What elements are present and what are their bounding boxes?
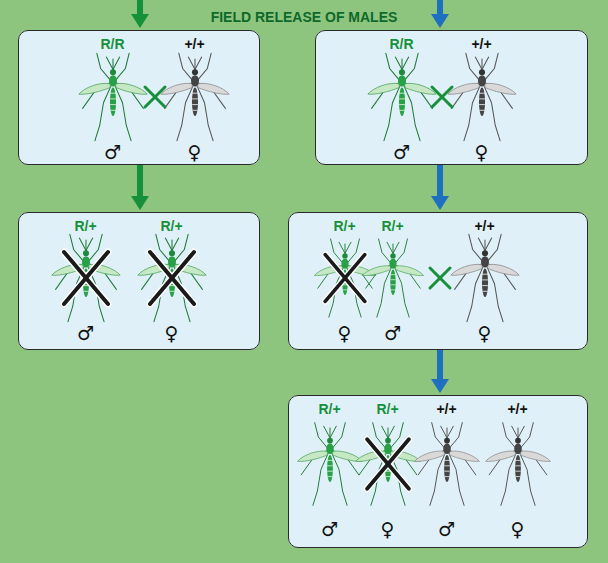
genotype-label: R/+ [381, 219, 403, 233]
cross-box: R/+ R/+ +/+ +/+ ♂ ♀ ♂ ♀ [288, 395, 588, 548]
sex-symbol: ♀ [188, 142, 202, 161]
genotype-label: R/R [100, 37, 124, 51]
sex-symbol: ♀ [511, 519, 525, 538]
genotype-label: +/+ [436, 402, 456, 416]
sex-symbol: ♂ [104, 142, 121, 161]
title: FIELD RELEASE OF MALES [211, 9, 398, 25]
genotype-label: R/+ [160, 219, 182, 233]
cross-box: R/+ R/+ +/+ ♀ ♂ ♀ [288, 212, 588, 350]
genotype-label: R/+ [318, 402, 340, 416]
genotype-label: R/+ [333, 219, 355, 233]
sex-symbol: ♂ [393, 142, 410, 161]
genotype-label: +/+ [471, 37, 491, 51]
cross-box: R/+ R/+ ♂ ♀ [18, 212, 260, 350]
genotype-label: +/+ [507, 402, 527, 416]
lineage-arrow [131, 165, 149, 210]
box-fill [18, 30, 588, 548]
sex-symbol: ♀ [478, 323, 492, 342]
genotype-label: R/+ [74, 219, 96, 233]
lineage-arrow [431, 165, 449, 210]
sex-symbol: ♂ [77, 323, 94, 342]
cross-box: R/R +/+ ♂ ♀ [315, 30, 588, 165]
genotype-label: R/R [389, 37, 413, 51]
genotype-label: +/+ [474, 219, 494, 233]
cross-box: R/R +/+ ♂ ♀ [18, 30, 260, 165]
mosquito [52, 53, 551, 505]
sex-symbol: ♂ [384, 323, 401, 342]
sex-symbol: ♂ [321, 519, 338, 538]
lineage-arrow [431, 350, 449, 393]
genotype-label: R/+ [376, 402, 398, 416]
sex-symbol: ♀ [338, 323, 352, 342]
death-mark [64, 252, 409, 489]
release-arrow [131, 0, 449, 28]
sex-symbol: ♀ [381, 519, 395, 538]
sex-symbol: ♀ [475, 142, 489, 161]
sex-symbol: ♀ [165, 323, 179, 342]
sex-symbol: ♂ [438, 519, 455, 538]
genotype-label: +/+ [184, 37, 204, 51]
